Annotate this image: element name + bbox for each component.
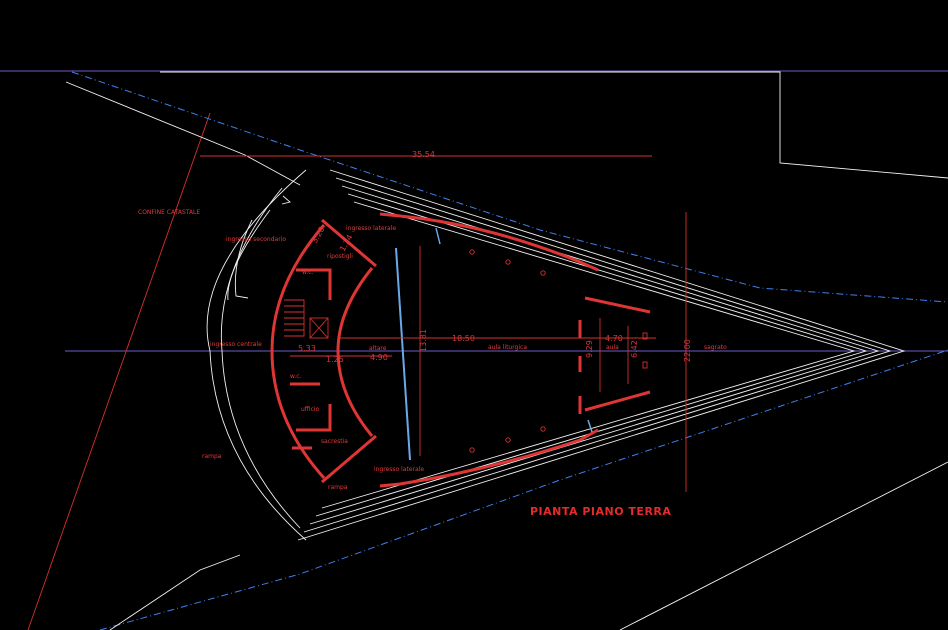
label-ingresso-centrale: ingresso centrale <box>210 341 262 348</box>
dimension-lines <box>200 155 687 492</box>
cadastral-boundary-line <box>27 112 211 630</box>
label-altare: altare <box>369 345 387 352</box>
building-walls <box>270 212 651 488</box>
dim-2200: 22.00 <box>683 339 692 362</box>
property-boundary-top <box>71 71 948 303</box>
dim-125: 1.25 <box>326 355 344 364</box>
dim-533: 5.33 <box>298 344 316 353</box>
label-ingresso-laterale-top: ingresso laterale <box>346 225 396 232</box>
label-aula: aula <box>606 344 619 351</box>
road-edge-bottom-right <box>619 461 948 630</box>
dim-1381: 13.81 <box>419 329 428 352</box>
road-edge-top <box>65 81 301 186</box>
room-outlines <box>284 299 329 339</box>
openings <box>395 227 593 461</box>
dim-320: 3.20 <box>310 225 327 245</box>
label-wc-bottom: w.c. <box>290 373 302 380</box>
label-ufficio: ufficio <box>301 406 320 413</box>
label-rampa-bottom: rampa <box>328 484 348 491</box>
dim-top: 35.54 <box>412 150 435 159</box>
label-confine-catastale: CONFINE CATASTALE <box>138 209 200 216</box>
drawing-title: PIANTA PIANO TERRA <box>530 505 671 518</box>
label-ingresso-laterale-bottom: ingresso laterale <box>374 466 424 473</box>
dim-490: 4.90 <box>370 353 388 362</box>
road-edge-bottom <box>109 554 241 630</box>
dim-642: 6.42 <box>630 340 639 358</box>
dim-470: 4.70 <box>605 334 623 343</box>
dim-929: 9.29 <box>585 340 594 358</box>
sagrato-terrace <box>297 169 906 541</box>
label-ripostigli: ripostigli <box>327 253 353 260</box>
dim-1850: 18.50 <box>452 334 475 343</box>
property-boundary-bottom <box>99 349 948 630</box>
label-rampa-left: rampa <box>202 453 222 460</box>
label-ingresso-secondario: ingresso secondario <box>226 236 286 243</box>
columns <box>469 249 648 453</box>
label-wc-top: w.c. <box>302 269 314 276</box>
rampa-arcs <box>206 169 307 541</box>
label-sagrato: sagrato <box>704 344 727 351</box>
label-aula-liturgica: aula liturgica <box>488 344 527 351</box>
road-edge-top-right <box>160 71 948 179</box>
label-sacrestia: sacrestia <box>321 438 348 445</box>
